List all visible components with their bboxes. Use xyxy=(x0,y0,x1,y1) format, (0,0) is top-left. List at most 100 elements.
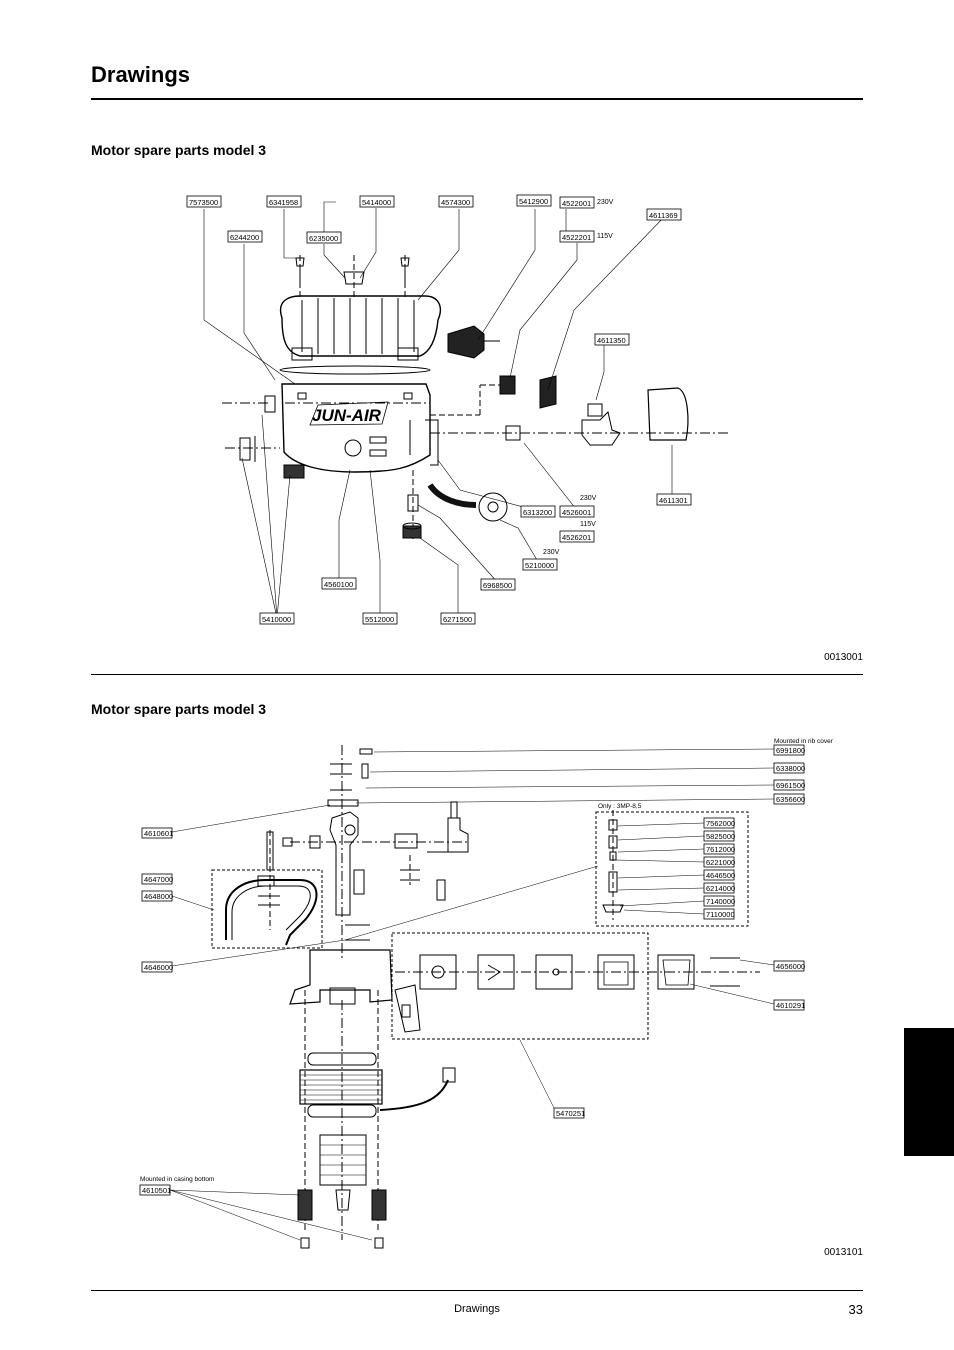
section-title-motor-parts-2: Motor spare parts model 3 xyxy=(91,701,267,717)
part-label: 4611369 xyxy=(646,208,682,221)
part-label: 5512000 xyxy=(362,612,398,625)
svg-text:5414000: 5414000 xyxy=(362,198,391,207)
part-labels-diagram-1: 7573500 6341958 5414000 4574300 5412900 … xyxy=(186,194,692,625)
svg-text:7612000: 7612000 xyxy=(706,845,735,854)
page-title: Drawings xyxy=(91,62,191,87)
svg-text:6356600: 6356600 xyxy=(776,795,805,804)
svg-text:4610291: 4610291 xyxy=(776,1001,805,1010)
part-label: 7573500 xyxy=(186,195,222,208)
part-label: 6221000 xyxy=(703,856,735,868)
part-label: 7110000 xyxy=(703,908,735,920)
svg-text:4526201: 4526201 xyxy=(562,533,591,542)
part-label: 6338000 xyxy=(773,762,805,774)
notes-diagram-2: Mounted in rib cover Mounted in casing b… xyxy=(140,738,834,1183)
part-label: 4610291 xyxy=(773,999,805,1011)
svg-text:4656000: 4656000 xyxy=(776,962,805,971)
part-label: 5412900 xyxy=(516,194,552,207)
voltage-labels-diagram-1: 230V 115V 230V 115V 230V xyxy=(543,199,614,556)
title-rule xyxy=(91,98,863,100)
drawing-code-1: 0013001 xyxy=(824,652,863,663)
page-number: 33 xyxy=(848,1302,863,1317)
part-label: 6313200 xyxy=(520,505,556,518)
svg-text:5470251: 5470251 xyxy=(556,1109,585,1118)
part-label: 6341958 xyxy=(266,195,302,208)
svg-text:5210000: 5210000 xyxy=(525,561,554,570)
section-divider xyxy=(91,674,863,675)
voltage-label: 230V xyxy=(597,199,614,206)
svg-text:5410000: 5410000 xyxy=(262,615,291,624)
voltage-label: 230V xyxy=(580,495,597,502)
part-label: 5210000 xyxy=(522,558,558,571)
footer-rule xyxy=(91,1290,863,1291)
motor-exploded-view-2 xyxy=(169,745,775,1249)
part-label: 4611350 xyxy=(594,333,630,346)
voltage-label: 115V xyxy=(597,233,613,240)
part-label: 4656000 xyxy=(773,960,805,972)
svg-text:4610601: 4610601 xyxy=(144,829,173,838)
note-casing-bottom: Mounted in casing bottom xyxy=(140,1176,214,1183)
svg-text:5512000: 5512000 xyxy=(365,615,394,624)
part-label: 4611301 xyxy=(656,493,692,506)
svg-text:6968500: 6968500 xyxy=(483,581,512,590)
part-label: 7562000 xyxy=(703,817,735,829)
svg-text:7562000: 7562000 xyxy=(706,819,735,828)
part-label: 6235000 xyxy=(306,231,342,244)
svg-text:6341958: 6341958 xyxy=(269,198,298,207)
svg-text:4611369: 4611369 xyxy=(649,211,678,220)
svg-text:7140000: 7140000 xyxy=(706,897,735,906)
part-label: 4610601 xyxy=(141,827,173,839)
part-label: 5825000 xyxy=(703,830,735,842)
jun-air-logo: JUN-AIR xyxy=(312,406,382,425)
svg-text:4560100: 4560100 xyxy=(324,580,353,589)
svg-text:4646500: 4646500 xyxy=(706,871,735,880)
svg-text:4526001: 4526001 xyxy=(562,508,591,517)
svg-text:4647000: 4647000 xyxy=(144,875,173,884)
part-label: 7140000 xyxy=(703,895,735,907)
part-label: 7612000 xyxy=(703,843,735,855)
part-label: 5414000 xyxy=(359,195,395,208)
svg-text:4648000: 4648000 xyxy=(144,892,173,901)
part-label: 6961500 xyxy=(773,779,805,791)
footer-text: Drawings xyxy=(454,1303,500,1315)
section-title-motor-parts-1: Motor spare parts model 3 xyxy=(91,142,267,158)
svg-text:4522001: 4522001 xyxy=(562,199,591,208)
part-label: 4522201 xyxy=(559,230,595,243)
part-label: 4526001 xyxy=(559,505,595,518)
part-label: 6214000 xyxy=(703,882,735,894)
svg-text:4611301: 4611301 xyxy=(659,496,688,505)
part-label: 6968500 xyxy=(480,578,516,591)
voltage-label: 115V xyxy=(580,521,596,528)
part-label: 6356600 xyxy=(773,793,805,805)
part-label: 6991800 xyxy=(773,744,805,756)
part-labels-diagram-2: 6991800 6338000 6961500 6356600 4610601 … xyxy=(139,744,805,1196)
svg-text:6338000: 6338000 xyxy=(776,764,805,773)
part-label: 6244200 xyxy=(227,230,263,243)
svg-text:6271500: 6271500 xyxy=(443,615,472,624)
svg-text:6991800: 6991800 xyxy=(776,746,805,755)
part-label: 4648000 xyxy=(141,890,173,902)
svg-text:6313200: 6313200 xyxy=(523,508,552,517)
svg-text:4611350: 4611350 xyxy=(597,336,626,345)
part-label: 4526201 xyxy=(559,530,595,543)
svg-text:6244200: 6244200 xyxy=(230,233,259,242)
part-label: 5470251 xyxy=(553,1107,585,1119)
note-rib-cover: Mounted in rib cover xyxy=(774,738,834,745)
svg-text:4610501: 4610501 xyxy=(142,1186,171,1195)
chapter-tab xyxy=(904,1028,954,1156)
drawing-code-2: 0013101 xyxy=(824,1247,863,1258)
svg-text:4646000: 4646000 xyxy=(144,963,173,972)
part-label: 4522001 xyxy=(559,196,595,209)
svg-text:5825000: 5825000 xyxy=(706,832,735,841)
svg-text:4574300: 4574300 xyxy=(441,198,470,207)
part-label: 4646500 xyxy=(703,869,735,881)
voltage-label: 230V xyxy=(543,549,560,556)
part-label: 4646000 xyxy=(141,961,173,973)
svg-text:6235000: 6235000 xyxy=(309,234,338,243)
svg-text:5412900: 5412900 xyxy=(519,197,548,206)
motor-exploded-view-1: JUN-AIR xyxy=(203,201,730,619)
svg-text:6221000: 6221000 xyxy=(706,858,735,867)
part-label: 6271500 xyxy=(440,612,476,625)
part-label: 4610501 xyxy=(139,1184,171,1196)
part-label: 4560100 xyxy=(321,577,357,590)
